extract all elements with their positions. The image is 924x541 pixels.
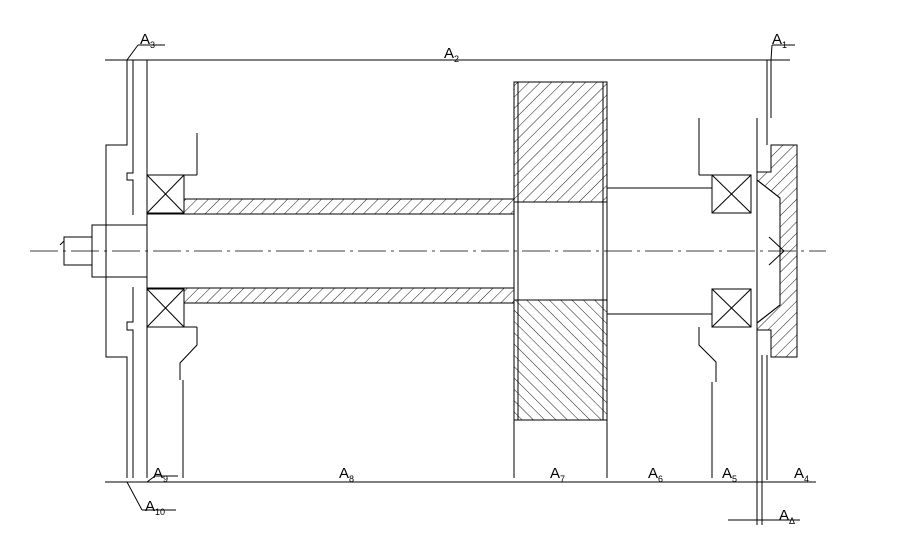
gear-upper: [513, 81, 608, 203]
dimension-label-a9: A9: [153, 465, 168, 484]
dimension-label-a2: A2: [444, 45, 459, 64]
dimension-label-a7: A7: [550, 465, 565, 484]
dimension-label-a3: A3: [140, 31, 155, 50]
dimension-label-a8: A8: [339, 465, 354, 484]
left-bearing-top: [146, 174, 185, 214]
dimension-label-a4: A4: [794, 465, 809, 484]
dimension-label-a1: A1: [772, 31, 787, 50]
right-bearing-bottom: [711, 288, 752, 328]
spacer-sleeve-top: [183, 198, 515, 215]
dimension-label-aδ: AΔ: [779, 507, 795, 526]
left-bearing-bottom: [146, 288, 185, 328]
gear-lower: [513, 299, 608, 421]
dimension-label-a5: A5: [722, 465, 737, 484]
dimension-label-a10: A10: [145, 498, 165, 517]
right-bearing-top: [711, 174, 752, 214]
left-end-cap: [105, 130, 128, 372]
spacer-sleeve-bottom: [183, 287, 515, 304]
dimension-label-a6: A6: [648, 465, 663, 484]
